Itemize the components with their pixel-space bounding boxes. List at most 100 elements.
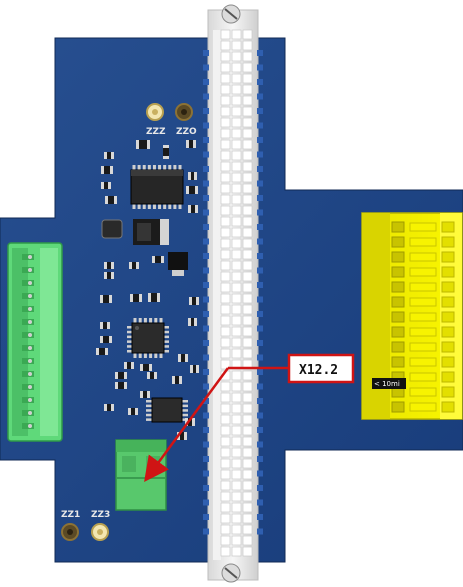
ic-lead — [178, 204, 182, 209]
header-side-mark — [203, 79, 209, 85]
smd-part — [185, 418, 195, 426]
silk-label-top-left: ZZZ — [146, 127, 166, 137]
smd-terminal — [163, 156, 169, 159]
ic-lead — [152, 165, 156, 170]
smd-part — [115, 372, 127, 379]
smd-terminal — [115, 372, 118, 379]
smd-part — [147, 372, 157, 379]
smd-terminal — [104, 152, 107, 159]
smd-part — [186, 186, 198, 194]
smd-terminal — [184, 432, 187, 440]
header-pin-cell — [231, 480, 242, 491]
header-pin-cell — [220, 480, 231, 491]
header-pin-cell — [220, 348, 231, 359]
header-pin-cell — [242, 392, 253, 403]
smd-part — [100, 322, 110, 329]
header-pin-cell — [220, 491, 231, 502]
ic-lead — [173, 165, 177, 170]
connector-tag: < 10mi — [374, 380, 400, 388]
ic-lead — [158, 204, 162, 209]
ic-lead — [133, 353, 137, 358]
header-pin-cell — [220, 183, 231, 194]
header-pin-cell — [242, 513, 253, 524]
smd-terminal — [194, 172, 197, 180]
header-pin-cell — [231, 425, 242, 436]
header-pin-cell — [231, 183, 242, 194]
header-pin-cell — [220, 502, 231, 513]
header-pin-cell — [231, 29, 242, 40]
header-pin-cell — [242, 227, 253, 238]
smd-terminal — [104, 272, 107, 279]
left-pin-contact — [28, 294, 32, 298]
smd-terminal — [114, 196, 117, 204]
right-terminal-clamp — [409, 252, 437, 262]
ic-lead — [127, 350, 132, 353]
smd-terminal — [130, 294, 133, 302]
smd-terminal — [140, 391, 143, 398]
header-pin-cell — [242, 315, 253, 326]
header-side-mark — [257, 151, 263, 158]
ic-lead — [143, 353, 147, 358]
smd-part — [178, 354, 188, 362]
header-side-mark — [203, 282, 209, 288]
header-pin-grid — [220, 29, 253, 557]
header-side-mark — [203, 267, 209, 274]
left-pin-contact — [28, 411, 32, 415]
ic-lead — [127, 340, 132, 343]
header-pin-cell — [242, 381, 253, 392]
header-pin-cell — [231, 106, 242, 117]
header-pin-cell — [242, 502, 253, 513]
header-side-mark — [203, 180, 209, 187]
smd-terminal — [161, 256, 164, 263]
header-pin-cell — [220, 535, 231, 546]
header-side-mark — [203, 456, 209, 462]
smd-part — [115, 382, 127, 389]
smd-terminal — [100, 295, 103, 303]
header-pin-cell — [231, 370, 242, 381]
header-pin-cell — [231, 502, 242, 513]
header-pin-cell — [220, 282, 231, 293]
right-terminal-lever — [441, 371, 455, 383]
header-pin-cell — [231, 62, 242, 73]
right-terminal-lever — [441, 401, 455, 413]
header-side-mark — [203, 50, 209, 56]
right-terminal-clamp — [409, 297, 437, 307]
ic-lead — [132, 165, 136, 170]
smd-terminal — [186, 140, 189, 148]
header-pin-cell — [220, 337, 231, 348]
smd-part — [104, 262, 114, 269]
silk-label-top-right: ZZO — [176, 127, 197, 137]
smd-terminal — [139, 294, 142, 302]
header-pin-cell — [242, 458, 253, 469]
smd-terminal — [147, 372, 150, 379]
smd-terminal — [101, 182, 104, 189]
ic-lead — [168, 165, 172, 170]
header-side-mark — [257, 528, 263, 535]
header-side-mark — [257, 64, 263, 71]
header-side-mark — [257, 224, 263, 230]
silk-label-bottom-right: ZZ3 — [91, 510, 110, 520]
header-pin-cell — [220, 546, 231, 557]
left-pin-contact — [28, 372, 32, 376]
right-terminal-lever — [441, 311, 455, 323]
header-pin-cell — [220, 381, 231, 392]
right-terminal-clamp — [409, 357, 437, 367]
ic-large — [130, 165, 184, 209]
smd-terminal — [104, 404, 107, 411]
header-pin-cell — [220, 40, 231, 51]
ic-lead — [127, 335, 132, 339]
left-pin-contact — [28, 385, 32, 389]
header-pin-cell — [231, 469, 242, 480]
header-side-mark — [257, 195, 263, 201]
smd-part — [104, 404, 114, 411]
right-terminal — [391, 236, 405, 248]
ic-lead — [146, 418, 152, 421]
header-pin-cell — [220, 271, 231, 282]
header-pin-cell — [231, 95, 242, 106]
header-pin-cell — [220, 84, 231, 95]
smd-part — [172, 376, 182, 384]
smd-terminal — [149, 364, 152, 371]
smd-terminal — [185, 354, 188, 362]
header-side-mark — [257, 456, 263, 462]
